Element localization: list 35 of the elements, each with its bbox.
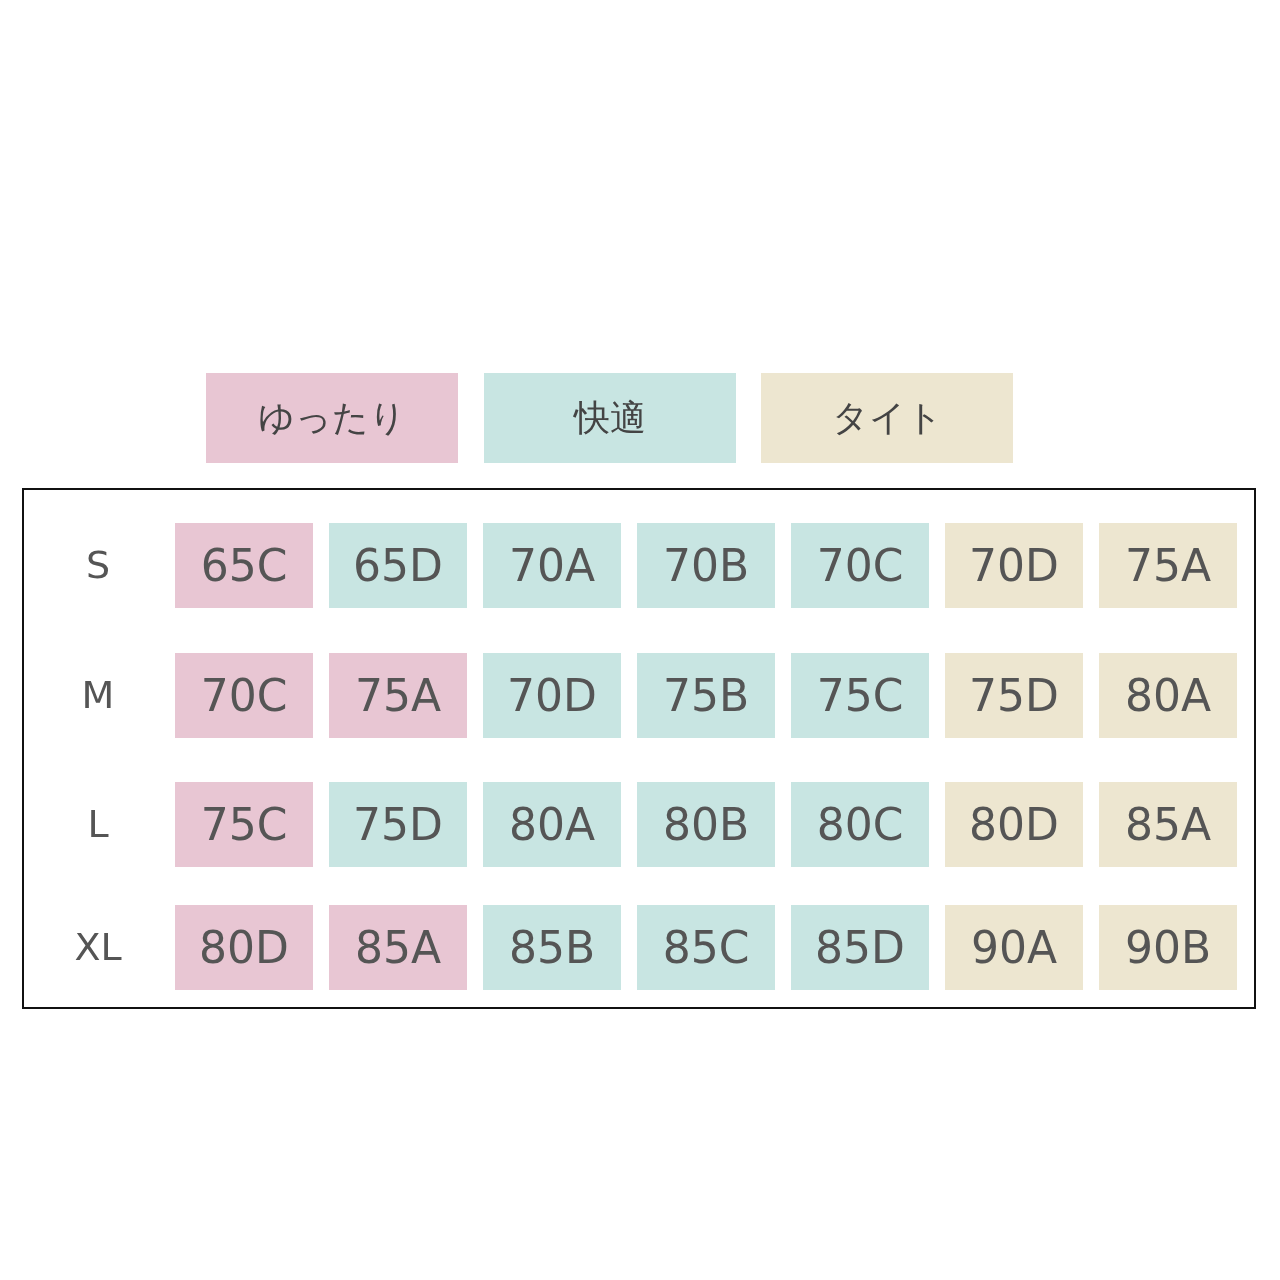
size-cell: 70C	[791, 523, 929, 608]
size-cell: 85C	[637, 905, 775, 990]
size-cell: 75D	[329, 782, 467, 867]
legend-key: 快適	[484, 373, 736, 463]
size-cell: 75C	[175, 782, 313, 867]
size-cell: 70C	[175, 653, 313, 738]
size-cell: 75A	[1099, 523, 1237, 608]
size-cell: 70A	[483, 523, 621, 608]
size-cell: 85D	[791, 905, 929, 990]
size-cell: 80A	[483, 782, 621, 867]
size-cell: 75A	[329, 653, 467, 738]
size-cell: 75C	[791, 653, 929, 738]
size-cell: 80D	[945, 782, 1083, 867]
size-cell: 90B	[1099, 905, 1237, 990]
size-cell: 65C	[175, 523, 313, 608]
size-cell: 80C	[791, 782, 929, 867]
size-cell: 90A	[945, 905, 1083, 990]
size-cell: 80D	[175, 905, 313, 990]
size-cell: 85A	[329, 905, 467, 990]
size-cell: 70D	[483, 653, 621, 738]
row-label: S	[84, 542, 112, 589]
size-cell: 70B	[637, 523, 775, 608]
legend-key: ゆったり	[206, 373, 458, 463]
size-cell: 65D	[329, 523, 467, 608]
size-cell: 80A	[1099, 653, 1237, 738]
row-label: XL	[73, 924, 123, 971]
size-cell: 85A	[1099, 782, 1237, 867]
size-cell: 75B	[637, 653, 775, 738]
size-cell: 70D	[945, 523, 1083, 608]
size-cell: 85B	[483, 905, 621, 990]
size-cell: 80B	[637, 782, 775, 867]
size-cell: 75D	[945, 653, 1083, 738]
row-label: M	[80, 672, 116, 719]
legend-key: タイト	[761, 373, 1013, 463]
row-label: L	[86, 801, 110, 848]
